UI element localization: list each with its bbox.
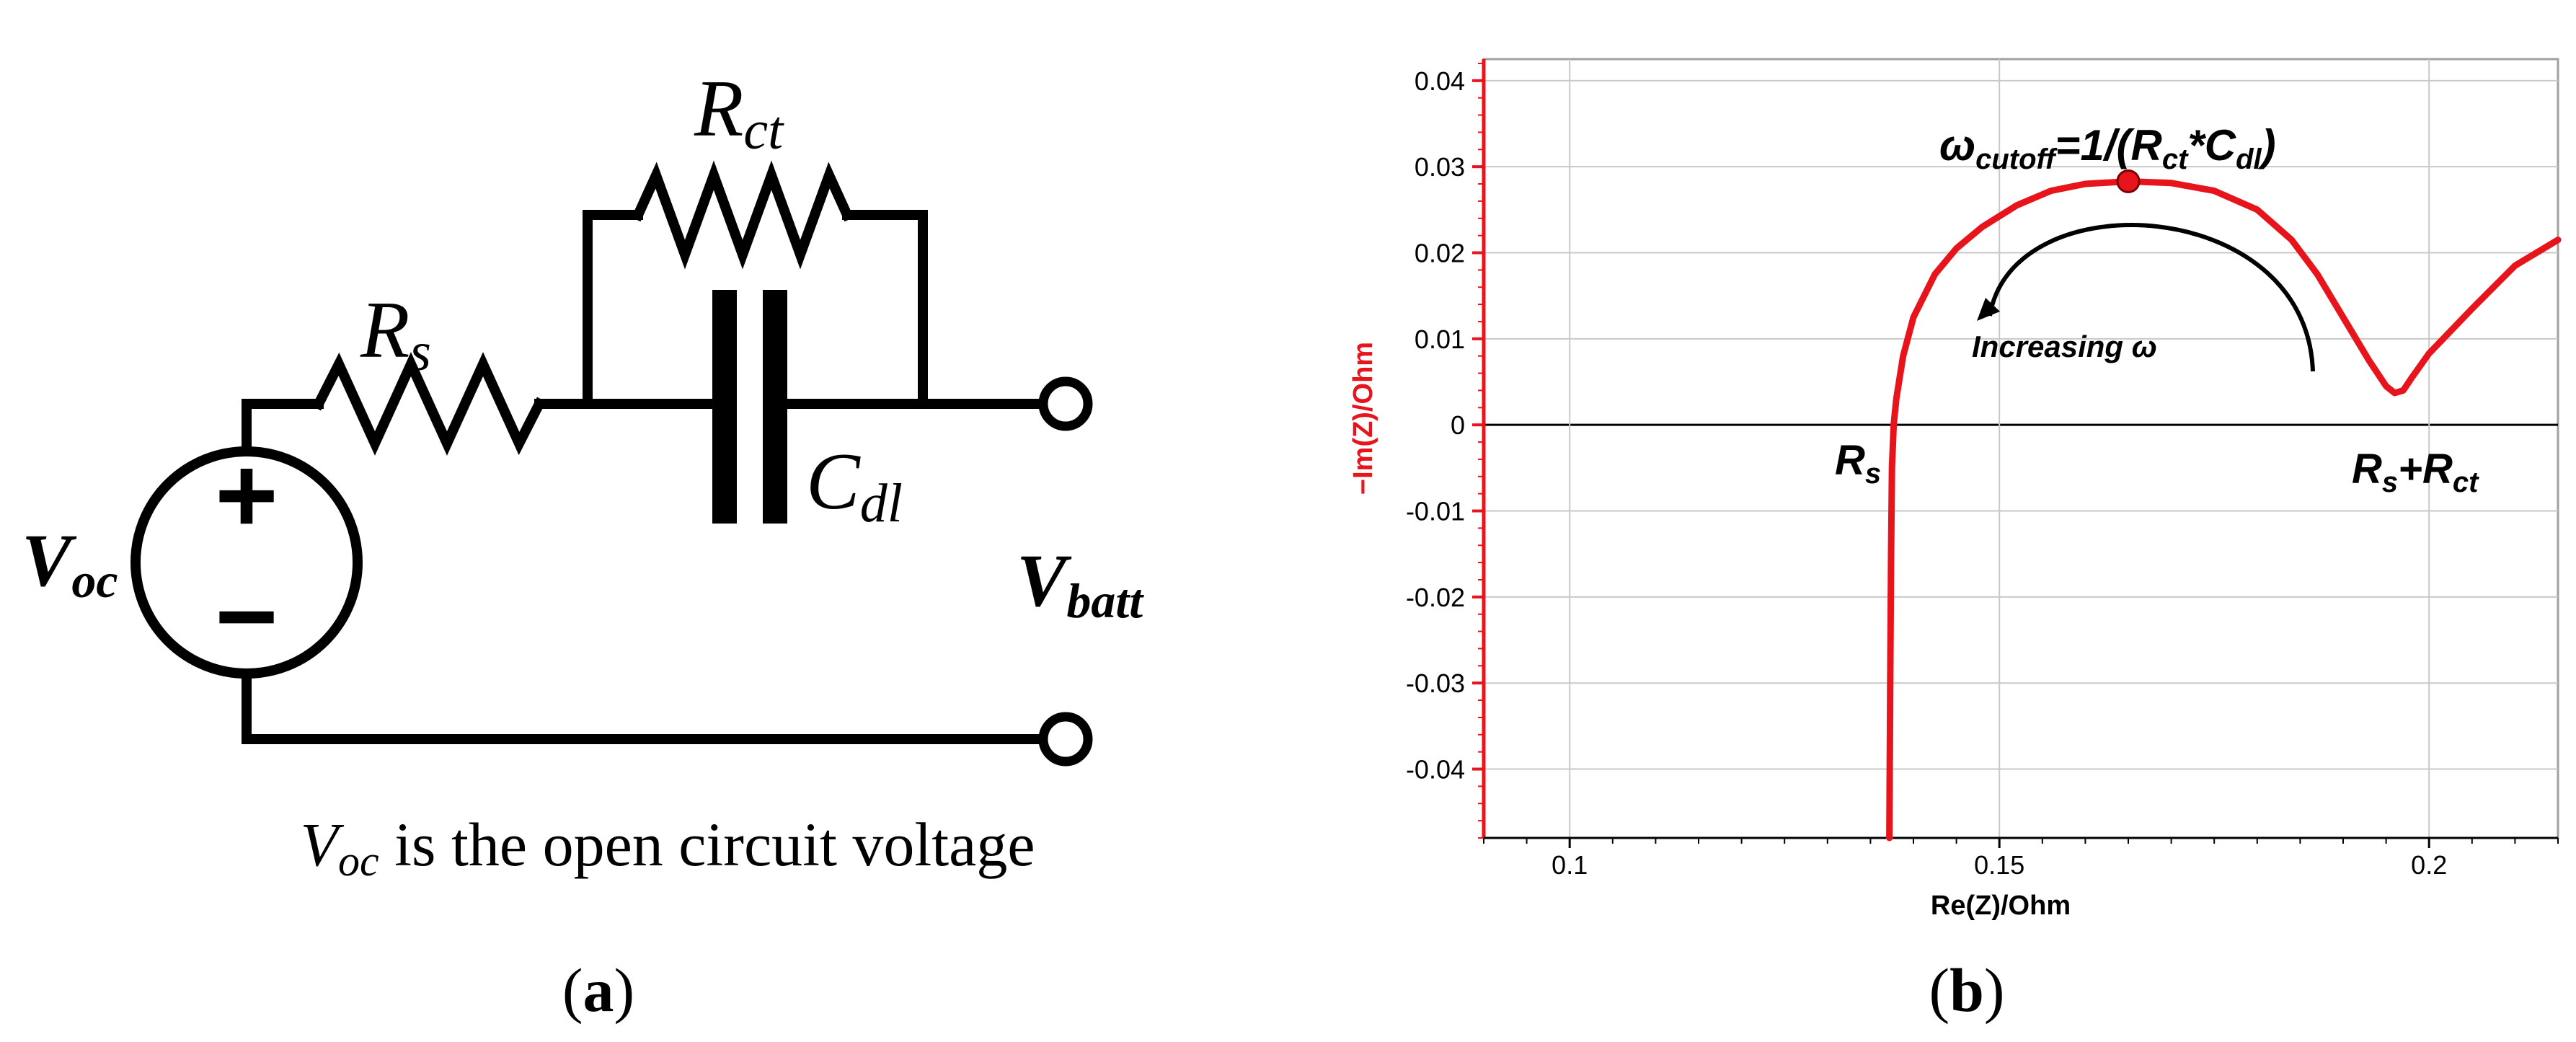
label-rs-plus-rct: Rs+Rct xyxy=(2352,446,2479,498)
plot-series xyxy=(1886,169,2562,842)
panel-label-a: (a) xyxy=(562,955,634,1025)
y-tick-label: 0 xyxy=(1451,410,1465,440)
y-tick-label: -0.01 xyxy=(1406,497,1465,526)
label-cutoff-frequency: ωcutoff=1/(Rct*Cdl) xyxy=(1939,121,2276,175)
rs-resistor xyxy=(311,352,546,456)
wire-source-bottom xyxy=(242,668,1045,744)
plot-ticks: 0.04 0.03 0.02 0.01 0 -0.01 -0.02 -0.03 -0.04 0.1… xyxy=(1406,66,2447,880)
x-tick-label: 0.1 xyxy=(1552,850,1588,880)
wire-parallel-left xyxy=(583,210,643,409)
panel-label-b: (b) xyxy=(1929,955,2004,1025)
terminal-bottom xyxy=(1038,712,1093,767)
increasing-omega-arrow xyxy=(1988,223,2315,372)
x-axis-title: Re(Z)/Ohm xyxy=(1931,891,2071,921)
label-increasing-omega: Increasing ω xyxy=(1972,330,2157,363)
y-tick-label: -0.02 xyxy=(1406,583,1465,612)
label-cdl: Cdl xyxy=(806,437,903,534)
label-vbatt: Vbatt xyxy=(1017,539,1144,628)
label-rct: Rct xyxy=(694,64,784,161)
nyquist-plot: 0.04 0.03 0.02 0.01 0 -0.01 -0.02 -0.03 -0.04 0.1… xyxy=(1348,58,2562,921)
impedance-series-line xyxy=(1886,178,2562,842)
y-tick-label: -0.04 xyxy=(1406,755,1465,785)
label-rs-intercept: Rs xyxy=(1835,437,1881,490)
plot-border xyxy=(1482,58,2559,839)
increasing-omega-arrowhead xyxy=(1977,298,2000,321)
wire-source-top xyxy=(242,399,324,456)
label-voc: Voc xyxy=(22,519,118,608)
wire-parallel-top-right xyxy=(842,210,928,409)
rct-resistor xyxy=(631,160,854,270)
y-tick-label: 0.04 xyxy=(1415,66,1465,96)
y-tick-label: 0.03 xyxy=(1415,152,1465,182)
x-tick-label: 0.2 xyxy=(2411,850,2447,880)
y-tick-label: 0.01 xyxy=(1415,324,1465,354)
circuit-diagram: + − Rs Rct Cdl Voc Vbatt Voc is the open… xyxy=(22,64,1144,885)
circuit-caption: Voc is the open circuit voltage xyxy=(300,810,1035,885)
cutoff-frequency-marker xyxy=(2116,169,2141,193)
x-tick-label: 0.15 xyxy=(1974,850,2024,880)
y-tick-label: 0.02 xyxy=(1415,239,1465,268)
source-minus-sign: − xyxy=(215,555,278,676)
label-rs: Rs xyxy=(360,286,431,382)
y-tick-label: -0.03 xyxy=(1406,668,1465,698)
y-axis-title: −Im(Z)/Ohm xyxy=(1348,342,1378,495)
cdl-capacitor-plate-right xyxy=(763,290,787,524)
terminal-top xyxy=(1038,376,1093,431)
cdl-capacitor-plate-left xyxy=(712,290,737,524)
plot-axes xyxy=(1472,59,2559,848)
plot-grid xyxy=(1482,58,2559,839)
